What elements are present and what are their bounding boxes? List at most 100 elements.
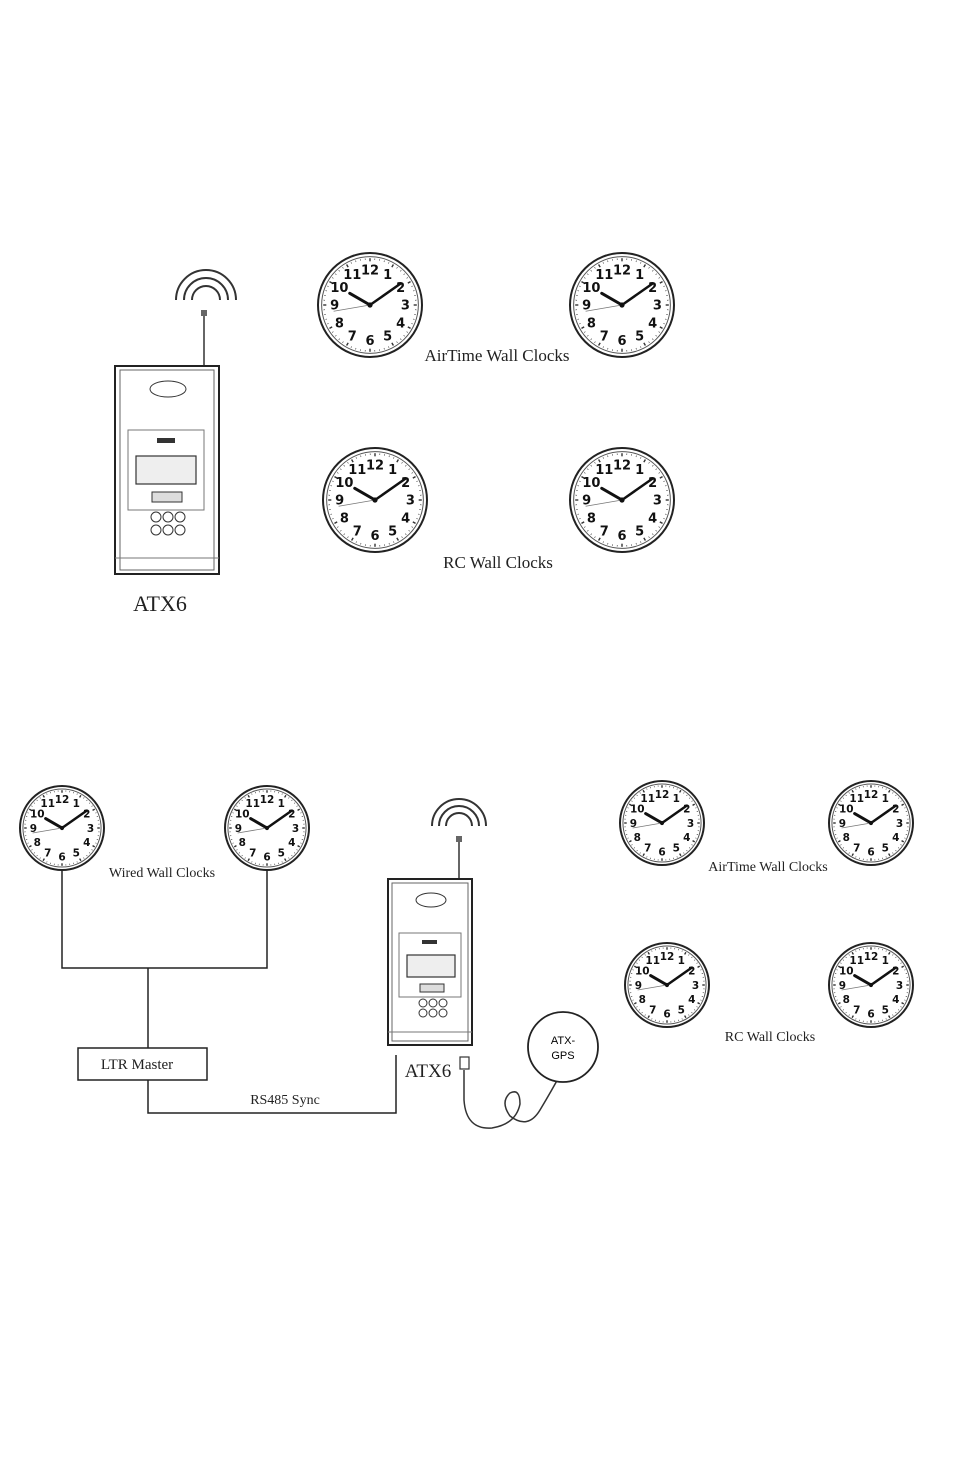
clock-numeral: 2 [648, 281, 657, 296]
clock-numeral: 6 [617, 334, 626, 349]
clock-numeral: 12 [613, 263, 631, 278]
clock-numeral: 4 [892, 832, 899, 844]
clock-numeral: 5 [73, 848, 80, 860]
clock-numeral: 11 [348, 463, 366, 478]
clock-numeral: 7 [853, 1005, 860, 1017]
clock-numeral: 9 [582, 299, 591, 314]
clock-numeral: 4 [688, 994, 695, 1006]
clock-numeral: 4 [401, 511, 410, 526]
clock-numeral: 8 [587, 511, 596, 526]
clock-numeral: 8 [587, 316, 596, 331]
gps-cable [463, 1070, 561, 1129]
clock-numeral: 8 [335, 316, 344, 331]
clock-numeral: 3 [896, 980, 903, 992]
clock-numeral: 8 [634, 832, 641, 844]
clock-numeral: 11 [849, 793, 864, 805]
clock-numeral: 1 [635, 268, 644, 283]
keypad-icon [418, 983, 448, 1018]
atx6-device [387, 878, 473, 1046]
clock-numeral: 3 [406, 494, 415, 509]
ltr-master-box [77, 1047, 208, 1081]
clock-numeral: 9 [630, 818, 637, 830]
antenna-tip [456, 836, 462, 842]
clock-numeral: 7 [853, 843, 860, 855]
clock-numeral: 7 [249, 848, 256, 860]
clock-numeral: 10 [839, 804, 854, 816]
top-rc-label: RC Wall Clocks [443, 553, 553, 572]
clock-numeral: 11 [595, 268, 613, 283]
clock-numeral: 6 [365, 334, 374, 349]
clock-numeral: 1 [678, 955, 685, 967]
clock-numeral: 10 [635, 966, 650, 978]
clock-numeral: 2 [892, 804, 899, 816]
clock-numeral: 8 [843, 832, 850, 844]
clock-numeral: 11 [640, 793, 655, 805]
clock-numeral: 2 [288, 809, 295, 821]
clock-numeral: 7 [600, 329, 609, 344]
clock-numeral: 5 [673, 843, 680, 855]
clock-numeral: 9 [330, 299, 339, 314]
clock-numeral: 8 [34, 837, 41, 849]
clock-numeral: 11 [40, 798, 55, 810]
clock-numeral: 5 [882, 1005, 889, 1017]
clock-numeral: 10 [330, 281, 348, 296]
clock-numeral: 3 [87, 823, 94, 835]
clock-numeral: 5 [383, 329, 392, 344]
clock-numeral: 2 [83, 809, 90, 821]
gps-label-line2: GPS [551, 1050, 574, 1062]
atx6-device [114, 365, 220, 575]
device-display [406, 954, 456, 978]
ltr-master-label: LTR Master [101, 1057, 173, 1073]
clock-numeral: 3 [687, 818, 694, 830]
gps-label-line1: ATX- [551, 1035, 576, 1047]
top-airtime-label: AirTime Wall Clocks [424, 346, 569, 365]
clock-numeral: 1 [278, 798, 285, 810]
clock-numeral: 1 [383, 268, 392, 283]
clock-numeral: 6 [867, 846, 874, 858]
rs485-sync-label: RS485 Sync [250, 1093, 320, 1108]
clock-numeral: 12 [655, 789, 670, 801]
clock-numeral: 5 [635, 329, 644, 344]
clock-numeral: 5 [678, 1005, 685, 1017]
bottom-device-label: ATX6 [405, 1061, 451, 1082]
clock-numeral: 12 [613, 458, 631, 473]
clock-numeral: 4 [83, 837, 90, 849]
clock-numeral: 11 [343, 268, 361, 283]
clock-numeral: 2 [396, 281, 405, 296]
clock-numeral: 8 [239, 837, 246, 849]
clock-numeral: 10 [582, 281, 600, 296]
clock-numeral: 1 [882, 793, 889, 805]
clock-numeral: 6 [658, 846, 665, 858]
clock-numeral: 7 [649, 1005, 656, 1017]
device-display [135, 455, 197, 485]
clock-numeral: 8 [843, 994, 850, 1006]
clock-numeral: 1 [388, 463, 397, 478]
clock-numeral: 6 [58, 851, 65, 863]
clock-numeral: 11 [849, 955, 864, 967]
clock-numeral: 3 [292, 823, 299, 835]
antenna-tip [201, 310, 207, 316]
clock-numeral: 8 [639, 994, 646, 1006]
clock-numeral: 9 [839, 818, 846, 830]
clock-numeral: 5 [278, 848, 285, 860]
clock-numeral: 8 [340, 511, 349, 526]
clock-numeral: 4 [892, 994, 899, 1006]
wiring [61, 870, 397, 1114]
clock-numeral: 10 [839, 966, 854, 978]
gps-antenna: ATX- GPS [459, 1011, 599, 1129]
clock-numeral: 12 [366, 458, 384, 473]
device-logo-icon [149, 380, 187, 398]
clock-numeral: 3 [653, 494, 662, 509]
clock-numeral: 4 [683, 832, 690, 844]
clock-numeral: 9 [582, 494, 591, 509]
clock-numeral: 1 [882, 955, 889, 967]
